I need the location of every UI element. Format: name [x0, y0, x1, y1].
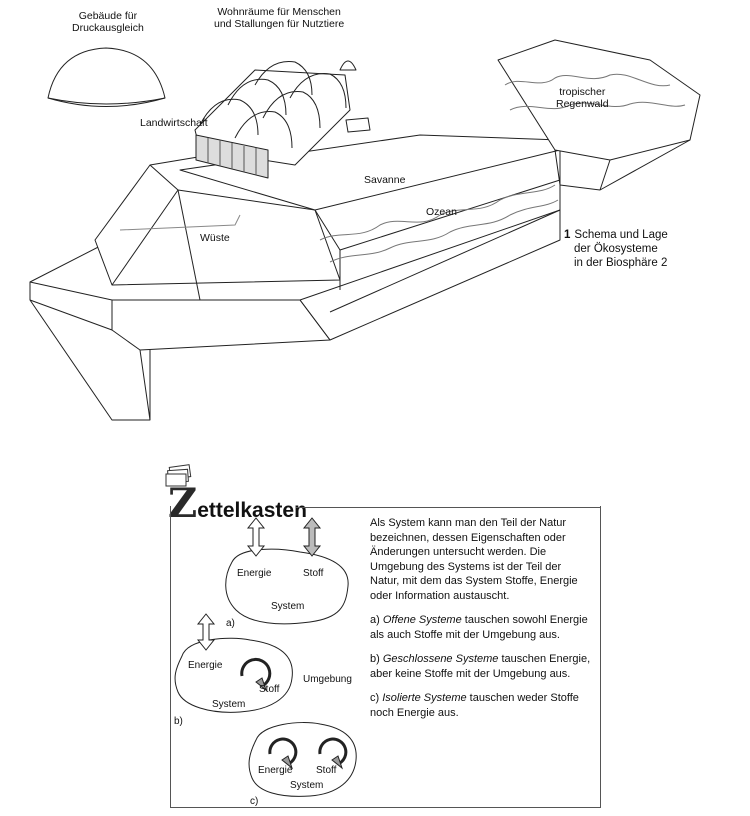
diagram-a-energy-label: Energie — [237, 568, 272, 579]
diagram-c-tag: c) — [250, 796, 259, 807]
note-cards-icon — [165, 464, 192, 487]
diagram-b-environment-label: Umgebung — [303, 674, 352, 685]
blob-isolated-system — [248, 722, 357, 797]
diagram-b-tag: b) — [174, 716, 183, 727]
definition-open: a) Offene Systeme tauschen sowohl Energi… — [370, 614, 588, 641]
diagram-c-system-label: System — [290, 780, 324, 791]
definition-closed: b) Geschlossene Systeme tauschen Energie… — [370, 653, 591, 680]
label-pressure-building: Gebäude für Druckausgleich — [72, 10, 144, 34]
diagram-c-matter-label: Stoff — [316, 765, 337, 776]
caption-line-1: Schema und Lage — [574, 229, 668, 241]
diagram-a-system-label: System — [271, 601, 305, 612]
zettelkasten-title-initial: Z — [168, 480, 198, 527]
caption-line-3: in der Biosphäre 2 — [574, 257, 668, 269]
blob-closed-system — [174, 637, 293, 713]
diagram-b-energy-label: Energie — [188, 660, 223, 671]
diagram-a-matter-label: Stoff — [303, 568, 324, 579]
caption-number: 1 — [564, 229, 571, 241]
blob-open-system — [225, 548, 349, 625]
system-diagrams — [174, 517, 357, 797]
diagram-b-matter-label: Stoff — [259, 684, 280, 695]
energy-cycle-isolated-icon — [268, 737, 298, 766]
zettelkasten-text: Als System kann man den Teil der Natur b… — [370, 516, 592, 730]
label-savanna: Savanne — [364, 174, 406, 186]
label-desert: Wüste — [200, 232, 230, 244]
zettelkasten-rule — [296, 507, 601, 508]
zettelkasten-box — [170, 506, 601, 808]
biosphere-schematic — [29, 39, 701, 421]
energy-arrow-open-icon — [246, 517, 266, 557]
matter-cycle-closed-icon — [240, 657, 272, 688]
label-living-quarters: Wohnräume für Menschen und Stallungen fü… — [214, 6, 345, 30]
definition-isolated: c) Isolierte Systeme tauschen weder Stof… — [370, 692, 579, 719]
matter-arrow-open-icon — [302, 517, 322, 557]
zettelkasten-intro: Als System kann man den Teil der Natur b… — [370, 517, 578, 602]
label-ocean: Ozean — [426, 206, 457, 218]
zettelkasten-title: Zettelkasten — [168, 484, 307, 524]
diagram-b-system-label: System — [212, 699, 246, 710]
caption-line-2: der Ökosysteme — [574, 243, 658, 255]
zettelkasten-title-rest: ettelkasten — [197, 499, 307, 522]
diagram-c-energy-label: Energie — [258, 765, 293, 776]
diagram-a-tag: a) — [226, 618, 235, 629]
label-rainforest: tropischer Regenwald — [556, 86, 609, 110]
energy-arrow-closed-icon — [196, 613, 216, 651]
matter-cycle-isolated-icon — [318, 737, 348, 766]
label-agriculture: Landwirtschaft — [140, 117, 208, 129]
